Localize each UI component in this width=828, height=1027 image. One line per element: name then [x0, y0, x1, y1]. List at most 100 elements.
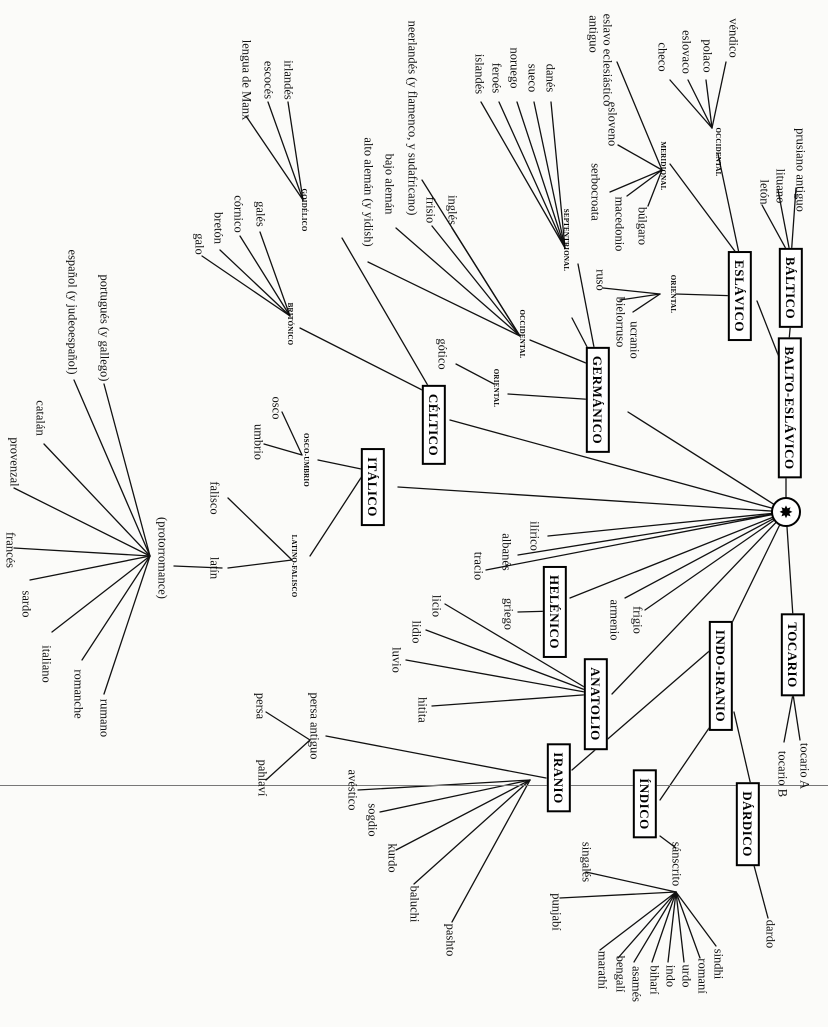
lang-bihari: biharí [647, 965, 662, 995]
lang-armenio: armenio [607, 599, 622, 641]
lang-vendico: véndico [726, 18, 741, 58]
line-brit-gales [259, 231, 291, 317]
lang-sardo: sardo [19, 590, 34, 618]
line-root-ilirio [547, 511, 787, 537]
line-sans-singales [585, 871, 677, 893]
line-mer-eslaveccl [616, 61, 663, 171]
subgroup-goidelico: GOIDÉLICO [300, 188, 308, 232]
line-brit-galo [201, 255, 291, 317]
line-ii-dardico [733, 711, 753, 791]
line-toc-b [783, 693, 794, 743]
line-sans-bihari [651, 891, 677, 963]
lang-dardo: dardo [763, 919, 778, 949]
subgroup-osco-umbrio: OSCO-UMBRIO [302, 433, 310, 487]
subgroup-occidental-germ: OCCIDENTAL [518, 309, 526, 359]
lang-rumano: rumano [97, 698, 112, 738]
line-sept-islandes [480, 101, 566, 249]
line-proto-rumano [103, 555, 151, 695]
lang-serbocroata: serbocroata [588, 163, 603, 221]
line-iran-kurdo [395, 779, 531, 851]
lang-leton: letón [757, 179, 772, 205]
line-sans-urdu [675, 891, 685, 963]
lang-tracio: tracio [471, 551, 486, 581]
lang-bajo-aleman: bajo alemán [382, 153, 397, 215]
family-box-celtico: CÉLTICO [422, 384, 446, 466]
lang-eslavo-eclesiastico-antiguo: antiguo [586, 15, 601, 53]
line-root-celtico [449, 419, 787, 513]
lang-noruego: noruego [507, 47, 522, 89]
lang-hitita: hitita [415, 697, 430, 723]
line-proto-italiano [51, 555, 151, 633]
lang-umbrio: umbrio [251, 423, 266, 461]
line-proto-portugues [103, 383, 151, 557]
line-or-ruso [602, 287, 661, 295]
line-sept-sueco [533, 101, 566, 249]
line-lf-latin [227, 559, 293, 569]
lang-osco: osco [269, 396, 284, 420]
line-proto-frances [13, 547, 151, 557]
line-root-albanes [517, 511, 787, 556]
line-sans-indo [667, 891, 677, 963]
line-occ-polaco [705, 79, 713, 129]
lang-italiano: italiano [39, 645, 54, 683]
lang-latin: latín [207, 556, 222, 580]
line-celt-brit [299, 327, 435, 397]
lang-griego: griego [501, 598, 516, 630]
line-dardico-dardo [751, 857, 769, 919]
lang-falisco: falisco [207, 481, 222, 515]
lang-licio: licio [429, 594, 444, 618]
family-box-eslavico: ESLÁVICO [728, 251, 752, 341]
lang-ruso: ruso [593, 269, 608, 291]
line-germ-or [507, 393, 599, 401]
line-sans-marathi [599, 891, 677, 951]
line-root-anatolio [611, 511, 787, 695]
line-anat-hitita [431, 693, 597, 707]
family-box-baltico: BÁLTICO [779, 247, 803, 329]
line-sans-sindhi [675, 891, 717, 947]
lang-danes: danés [543, 63, 558, 93]
lang-gotico: gótico [435, 338, 450, 370]
line-occ-eslovaco [687, 79, 713, 129]
lang-portugues: portugués (y gallego) [97, 274, 112, 382]
lang-eslovaco: eslovaco [679, 30, 694, 74]
line-proto-catalan [43, 443, 151, 557]
line-iran-pashto [451, 779, 531, 923]
line-anat-lidio [425, 629, 597, 695]
line-toc-a [792, 693, 801, 741]
lang-tocario-b: tocario B [775, 750, 790, 798]
line-baltico-prusiano [790, 187, 797, 259]
lang-galo: galo [192, 233, 207, 255]
line-eslavico-mer [669, 163, 741, 259]
line-root-tracio [485, 511, 787, 571]
line-pa-persa [265, 711, 311, 741]
line-sans-romani [675, 891, 701, 959]
lang-escoces: escocés [261, 60, 276, 100]
family-box-indo-iranio: INDO-IRANIO [709, 620, 733, 732]
line-anat-luvio [405, 659, 597, 695]
lang-frances: francés [3, 531, 18, 569]
lang-frigio: frigio [630, 606, 645, 634]
lang-indo: indo [663, 964, 678, 988]
lang-luvio: luvio [389, 647, 404, 673]
family-box-balto-eslavico: BALTO-ESLÁVICO [778, 337, 802, 479]
lang-macedonio: macedonio [612, 196, 627, 252]
line-ital-osco [317, 459, 367, 471]
lang-islandes: islandés [472, 53, 487, 95]
line-ou-osco [281, 411, 303, 456]
line-sans-punjabi [559, 891, 677, 899]
line-root-frigio [644, 511, 787, 611]
lang-espanol: español (y judeoespañol) [65, 249, 80, 375]
line-eslavico-occ [717, 153, 741, 259]
line-sept-feroes [498, 101, 566, 249]
lang-gales: galés [253, 201, 268, 227]
line-proto-sardo [29, 555, 151, 581]
line-or-bielorruso [619, 293, 661, 301]
line-root-armenio [624, 511, 787, 599]
lang-protorromance: (protorromance) [155, 517, 170, 599]
line-sept-danes [550, 101, 566, 249]
lang-eslavo-eclesiastico: eslavo eclesiástico [600, 13, 615, 107]
line-root-helenico [569, 511, 787, 599]
lang-ilirio: ilírico [527, 521, 542, 551]
lang-romani: romaní [695, 958, 710, 994]
lang-sogdio: sogdio [365, 803, 380, 837]
